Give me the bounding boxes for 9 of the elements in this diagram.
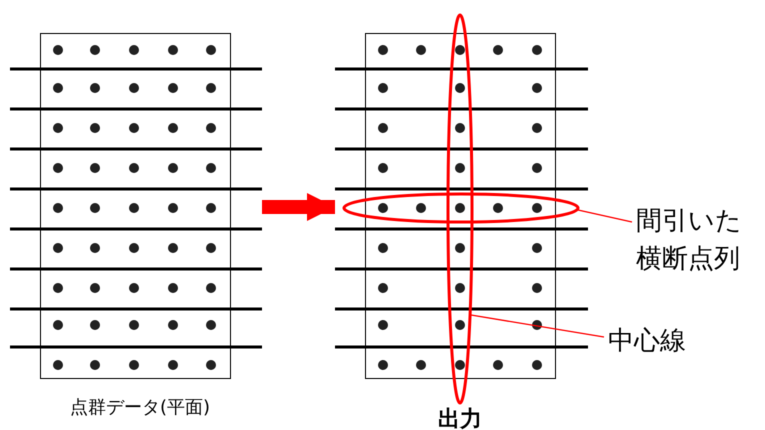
leader-line — [578, 209, 632, 223]
ellipse-outline — [342, 192, 580, 224]
block-arrow — [262, 193, 335, 221]
label-text: 点群データ(平面) — [70, 396, 210, 419]
callout-text: 間引いた横断点列 — [636, 203, 746, 278]
ellipse-outline — [446, 13, 474, 405]
callout-text: 中心線 — [608, 323, 708, 361]
label-text: 出力 — [438, 406, 482, 430]
leader-line — [470, 314, 604, 338]
